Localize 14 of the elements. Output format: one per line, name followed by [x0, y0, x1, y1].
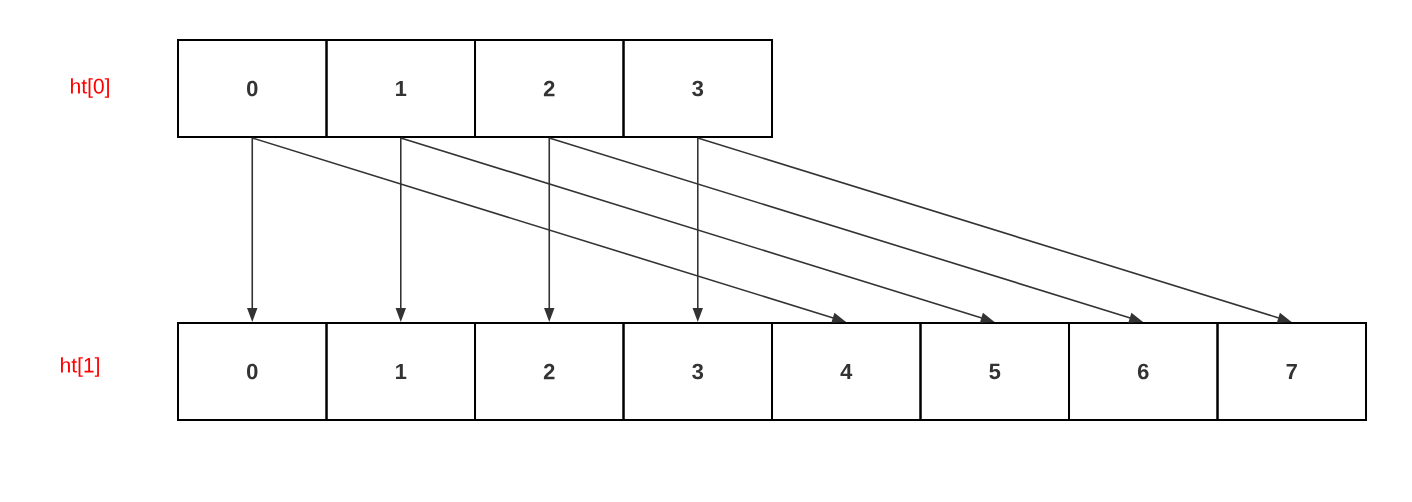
array-cell: 7: [1216, 322, 1367, 421]
array-cell: 2: [474, 39, 625, 138]
array-cell: 2: [474, 322, 625, 421]
array-cell: 3: [622, 39, 773, 138]
array-cell: 1: [325, 39, 476, 138]
array-cell: 1: [325, 322, 476, 421]
array-cell: 6: [1068, 322, 1219, 421]
array-cell: 4: [771, 322, 922, 421]
row-label: ht[1]: [61, 357, 99, 377]
array-cell: 3: [622, 322, 773, 421]
array-cell: 0: [177, 322, 328, 421]
row-label: ht[0]: [71, 78, 109, 98]
array-cell: 0: [177, 39, 328, 138]
array-cell: 5: [919, 322, 1070, 421]
